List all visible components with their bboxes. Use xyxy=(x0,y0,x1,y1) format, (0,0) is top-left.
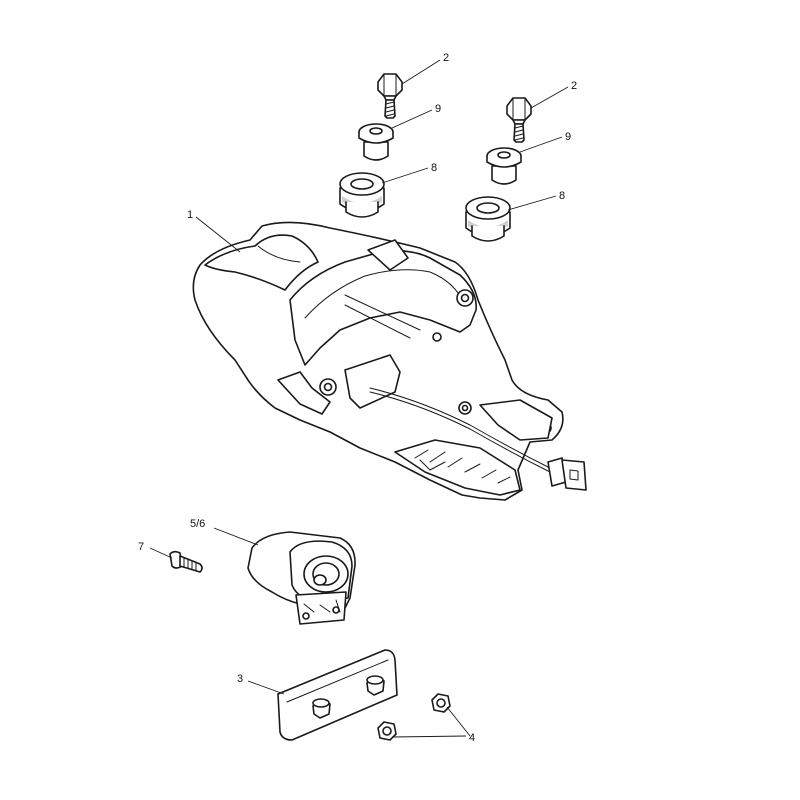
callout-9-right: 9 xyxy=(565,131,571,143)
callout-8-left: 8 xyxy=(431,162,437,174)
callout-labels: 2 9 8 2 9 8 1 5/6 7 3 4 xyxy=(138,52,577,744)
callout-9-left: 9 xyxy=(435,103,441,115)
screw-7 xyxy=(169,550,203,573)
grommet-8-left xyxy=(339,172,385,218)
callout-1: 1 xyxy=(187,209,193,221)
callout-5-6: 5/6 xyxy=(190,518,205,530)
spacer-9-right xyxy=(486,147,522,185)
nut-4-b xyxy=(377,721,397,741)
callout-8-right: 8 xyxy=(559,190,565,202)
callout-2-left: 2 xyxy=(443,52,449,64)
leader-lines xyxy=(149,59,569,738)
callout-2-right: 2 xyxy=(571,80,577,92)
nut-4-a xyxy=(431,693,451,713)
callout-7: 7 xyxy=(138,541,144,553)
spacer-9-left xyxy=(358,123,394,161)
bolt-2-left xyxy=(377,73,403,119)
tail-housing-1 xyxy=(192,221,587,501)
bolt-2-right xyxy=(506,97,532,143)
light-unit-5-6 xyxy=(247,531,356,625)
callout-3: 3 xyxy=(237,673,243,685)
callout-4: 4 xyxy=(469,732,475,744)
grommet-8-right xyxy=(465,196,511,242)
plate-3 xyxy=(277,649,398,741)
